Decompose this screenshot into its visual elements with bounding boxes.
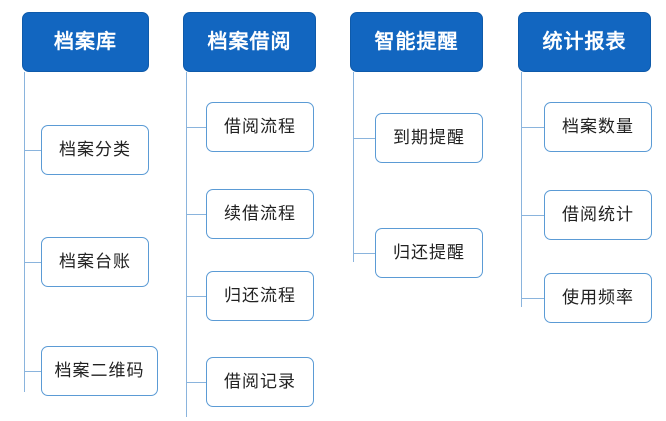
root-node-1[interactable]: 档案库 <box>22 12 149 72</box>
connector-branch4-spine <box>521 72 522 307</box>
connector-branch1-to-child2 <box>24 262 41 263</box>
connector-branch3-to-child1 <box>353 138 375 139</box>
leaf-node-3-2-label: 归还提醒 <box>393 242 465 262</box>
root-node-4[interactable]: 统计报表 <box>518 12 651 72</box>
leaf-node-1-3-label: 档案二维码 <box>54 360 145 380</box>
connector-branch1-spine <box>24 72 25 392</box>
leaf-node-1-2-label: 档案台账 <box>59 251 131 271</box>
leaf-node-2-2-label: 续借流程 <box>224 203 296 223</box>
root-node-3[interactable]: 智能提醒 <box>350 12 483 72</box>
connector-branch4-to-child3 <box>521 298 544 299</box>
connector-branch4-to-child1 <box>521 127 544 128</box>
connector-branch3-to-child2 <box>353 253 375 254</box>
connector-branch4-to-child2 <box>521 215 544 216</box>
connector-branch2-to-child2 <box>186 214 206 215</box>
leaf-node-4-2[interactable]: 借阅统计 <box>544 190 652 240</box>
leaf-node-2-3[interactable]: 归还流程 <box>206 271 314 321</box>
root-node-3-label: 智能提醒 <box>374 31 459 53</box>
leaf-node-4-3[interactable]: 使用频率 <box>544 273 652 323</box>
root-node-2-label: 档案借阅 <box>207 31 292 53</box>
leaf-node-1-2[interactable]: 档案台账 <box>41 237 149 287</box>
connector-branch2-to-child4 <box>186 382 206 383</box>
leaf-node-2-1[interactable]: 借阅流程 <box>206 102 314 152</box>
leaf-node-4-2-label: 借阅统计 <box>562 204 634 224</box>
leaf-node-1-1[interactable]: 档案分类 <box>41 125 149 175</box>
leaf-node-2-4[interactable]: 借阅记录 <box>206 357 314 407</box>
leaf-node-1-3[interactable]: 档案二维码 <box>41 346 158 396</box>
connector-branch1-to-child3 <box>24 371 41 372</box>
leaf-node-2-3-label: 归还流程 <box>224 285 296 305</box>
leaf-node-3-2[interactable]: 归还提醒 <box>375 228 483 278</box>
leaf-node-1-1-label: 档案分类 <box>59 139 131 159</box>
leaf-node-3-1-label: 到期提醒 <box>393 127 465 147</box>
connector-branch1-to-child1 <box>24 150 41 151</box>
connector-branch2-to-child1 <box>186 127 206 128</box>
leaf-node-3-1[interactable]: 到期提醒 <box>375 113 483 163</box>
leaf-node-2-4-label: 借阅记录 <box>224 371 296 391</box>
leaf-node-4-1-label: 档案数量 <box>562 116 634 136</box>
leaf-node-4-1[interactable]: 档案数量 <box>544 102 652 152</box>
root-node-4-label: 统计报表 <box>542 31 627 53</box>
connector-branch2-to-child3 <box>186 296 206 297</box>
root-node-2[interactable]: 档案借阅 <box>183 12 316 72</box>
connector-branch3-spine <box>353 72 354 262</box>
leaf-node-2-1-label: 借阅流程 <box>224 116 296 136</box>
leaf-node-4-3-label: 使用频率 <box>562 287 634 307</box>
leaf-node-2-2[interactable]: 续借流程 <box>206 189 314 239</box>
root-node-1-label: 档案库 <box>54 31 117 53</box>
connector-branch2-spine <box>186 72 187 417</box>
